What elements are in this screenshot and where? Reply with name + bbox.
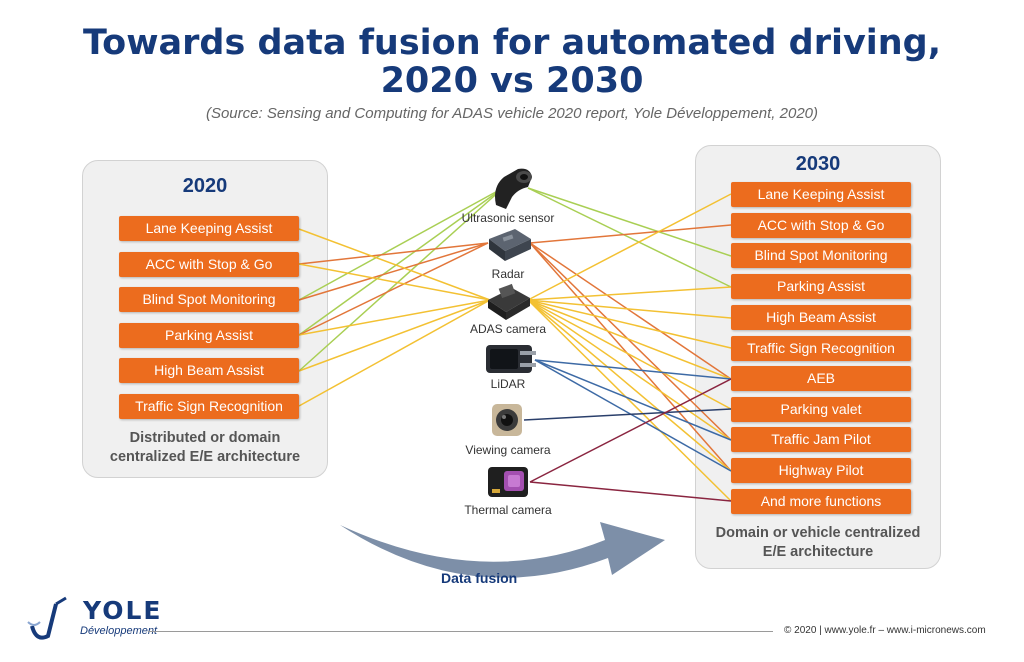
right-function-traffic-sign-recognition: Traffic Sign Recognition bbox=[731, 336, 911, 361]
link-right-1 bbox=[527, 187, 732, 288]
architecture-2030-line-2: E/E architecture bbox=[762, 544, 874, 560]
right-function-acc-stop-go: ACC with Stop & Go bbox=[731, 213, 911, 238]
logo-subtext: Développement bbox=[80, 625, 158, 637]
data-fusion-arrow bbox=[340, 522, 665, 578]
link-right-16 bbox=[534, 359, 732, 441]
link-right-19 bbox=[529, 378, 732, 483]
adas-camera-icon bbox=[486, 282, 532, 327]
thermal-camera-label: Thermal camera bbox=[464, 503, 552, 517]
ultrasonic-sensor-icon bbox=[488, 165, 538, 216]
link-left-9 bbox=[298, 299, 491, 372]
architecture-2020-line-2: centralized E/E architecture bbox=[109, 449, 301, 465]
radar-label: Radar bbox=[491, 267, 525, 281]
link-right-6 bbox=[527, 193, 732, 301]
source-note: (Source: Sensing and Computing for ADAS … bbox=[205, 105, 819, 122]
title-line-2: 2020 vs 2030 bbox=[380, 61, 644, 101]
link-left-5 bbox=[298, 242, 489, 336]
link-right-17 bbox=[534, 359, 732, 472]
left-function-traffic-sign-recognition: Traffic Sign Recognition bbox=[119, 394, 299, 419]
logo-wordmark: YOLE bbox=[83, 596, 163, 625]
link-left-0 bbox=[298, 187, 504, 301]
link-left-10 bbox=[298, 299, 491, 407]
data-fusion-label: Data fusion bbox=[441, 570, 518, 586]
link-left-1 bbox=[298, 187, 504, 336]
right-function-highway-pilot: Highway Pilot bbox=[731, 458, 911, 483]
left-function-high-beam-assist: High Beam Assist bbox=[119, 358, 299, 383]
viewing-camera-label: Viewing camera bbox=[465, 443, 551, 457]
right-function-high-beam-assist: High Beam Assist bbox=[731, 305, 911, 330]
right-function-aeb: AEB bbox=[731, 366, 911, 391]
link-left-7 bbox=[298, 263, 491, 301]
right-function-and-more: And more functions bbox=[731, 489, 911, 514]
link-right-12 bbox=[527, 299, 732, 441]
link-right-11 bbox=[527, 299, 732, 410]
link-left-2 bbox=[298, 187, 504, 372]
left-function-parking-assist: Parking Assist bbox=[119, 323, 299, 348]
yole-logo-mark bbox=[27, 596, 67, 640]
link-left-3 bbox=[298, 242, 489, 265]
link-right-18 bbox=[523, 408, 732, 421]
right-function-blind-spot-monitoring: Blind Spot Monitoring bbox=[731, 243, 911, 268]
left-function-lane-keeping-assist: Lane Keeping Assist bbox=[119, 216, 299, 241]
diagram-title: Towards data fusion for automated drivin… bbox=[0, 24, 1024, 100]
link-right-3 bbox=[529, 242, 732, 380]
right-function-parking-valet: Parking valet bbox=[731, 397, 911, 422]
left-function-acc-stop-go: ACC with Stop & Go bbox=[119, 252, 299, 277]
link-left-8 bbox=[298, 299, 491, 336]
link-right-14 bbox=[527, 299, 732, 502]
footer-divider bbox=[148, 631, 773, 632]
link-right-10 bbox=[527, 299, 732, 380]
architecture-2030-line-1: Domain or vehicle centralized bbox=[715, 525, 921, 541]
link-left-4 bbox=[298, 242, 489, 301]
adas-camera-label: ADAS camera bbox=[469, 322, 547, 336]
link-right-20 bbox=[529, 481, 732, 502]
yole-logo: YOLE Développement bbox=[26, 596, 160, 644]
sensor-function-links bbox=[298, 187, 732, 502]
link-right-2 bbox=[529, 224, 732, 244]
title-line-1: Towards data fusion for automated drivin… bbox=[82, 23, 942, 63]
lidar-label: LiDAR bbox=[490, 377, 526, 391]
lidar-icon bbox=[480, 341, 540, 382]
year-2020-label: 2020 bbox=[182, 175, 228, 197]
link-left-6 bbox=[298, 228, 491, 301]
right-function-lane-keeping-assist: Lane Keeping Assist bbox=[731, 182, 911, 207]
architecture-2020-label: Distributed or domain centralized E/E ar… bbox=[83, 429, 327, 467]
link-right-15 bbox=[534, 359, 732, 380]
thermal-camera-icon bbox=[484, 463, 534, 506]
link-right-9 bbox=[527, 299, 732, 349]
ultrasonic-sensor-label: Ultrasonic sensor bbox=[461, 211, 555, 225]
left-function-blind-spot-monitoring: Blind Spot Monitoring bbox=[119, 287, 299, 312]
footer-credits: © 2020 | www.yole.fr – www.i-micronews.c… bbox=[784, 625, 986, 636]
link-right-13 bbox=[527, 299, 732, 472]
radar-icon bbox=[485, 225, 533, 268]
panel-2020: 2020 Distributed or domain centralized E… bbox=[82, 160, 328, 478]
viewing-camera-icon bbox=[490, 400, 526, 445]
year-2030-label: 2030 bbox=[795, 153, 841, 175]
link-right-7 bbox=[527, 286, 732, 301]
link-right-0 bbox=[527, 187, 732, 257]
link-right-8 bbox=[527, 299, 732, 319]
right-function-parking-assist: Parking Assist bbox=[731, 274, 911, 299]
right-function-traffic-jam-pilot: Traffic Jam Pilot bbox=[731, 427, 911, 452]
link-right-4 bbox=[529, 242, 732, 441]
architecture-2020-line-1: Distributed or domain bbox=[129, 430, 281, 446]
architecture-2030-label: Domain or vehicle centralized E/E archit… bbox=[696, 524, 940, 562]
